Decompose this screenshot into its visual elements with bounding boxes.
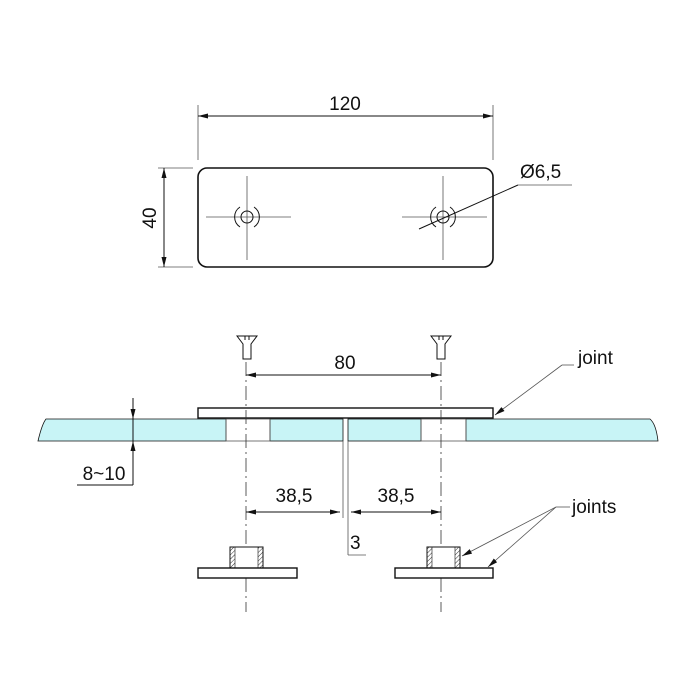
hole-gap xyxy=(420,418,467,442)
bottom-fitting-right xyxy=(394,546,494,579)
joints-leader xyxy=(461,506,557,557)
thickness-dimension: 8~10 xyxy=(83,464,126,485)
glass-panel-left-inner xyxy=(269,418,344,442)
spacing-dimension: 80 xyxy=(334,353,355,374)
glass-panel-right xyxy=(465,418,659,442)
section-view: 80 8~10 38,5 38,5 3 xyxy=(37,335,659,612)
hole-dimension: Ø6,5 xyxy=(520,162,561,183)
joints-label: joints xyxy=(571,497,616,518)
plate-outline xyxy=(197,167,494,268)
top-view: 120 40 Ø6,5 xyxy=(140,94,572,268)
joints-leader xyxy=(487,506,557,568)
glass-panel-right-inner xyxy=(347,418,422,442)
hole-left xyxy=(206,176,291,260)
right-offset-dimension: 38,5 xyxy=(378,486,415,507)
screw-left-icon xyxy=(236,335,258,360)
joint-label: joint xyxy=(577,348,614,369)
top-plate xyxy=(197,407,494,419)
height-dimension: 40 xyxy=(140,207,161,228)
hole-dimension-leader xyxy=(418,184,519,230)
width-dimension: 120 xyxy=(329,94,361,115)
hole-gap xyxy=(225,418,271,442)
left-offset-dimension: 38,5 xyxy=(276,486,313,507)
screw-right-icon xyxy=(430,335,452,360)
glass-panel-left xyxy=(37,418,227,442)
bottom-fitting-left xyxy=(197,546,298,579)
gap-dimension: 3 xyxy=(350,533,361,554)
joint-leader xyxy=(494,364,563,416)
